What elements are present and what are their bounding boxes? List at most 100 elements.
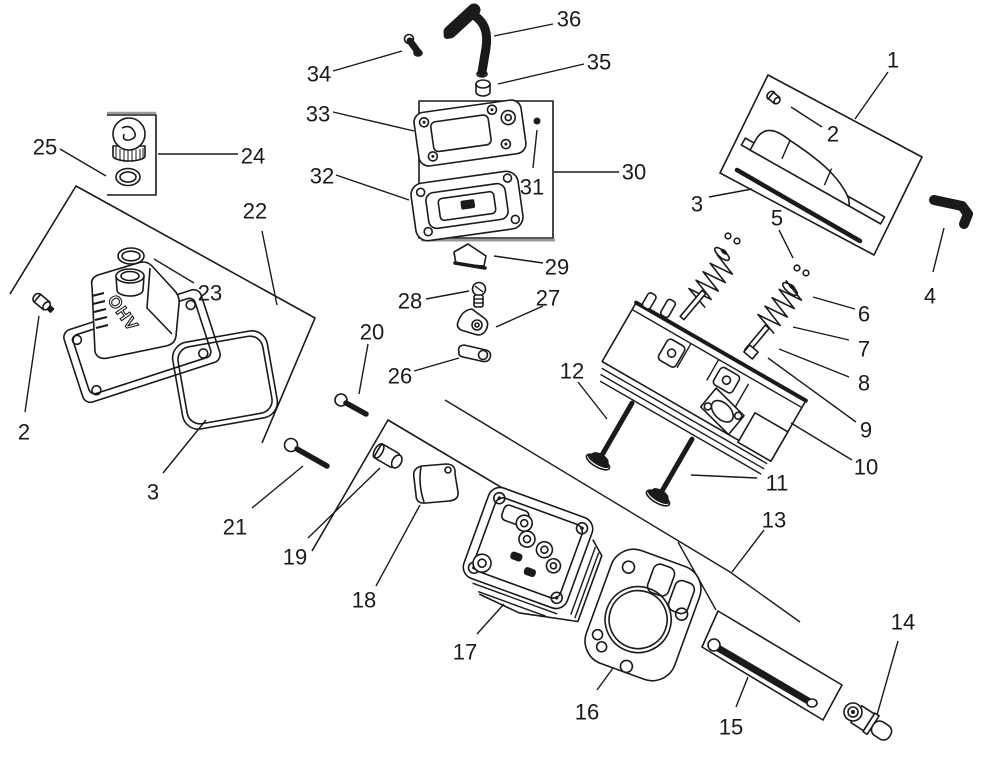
callout-label-22: 22 <box>243 199 267 224</box>
callout-leader-12 <box>577 381 608 420</box>
rocker-cover-group-box <box>9 185 316 444</box>
callout-leader-18 <box>375 504 421 587</box>
callout-label-2: 2 <box>18 420 30 445</box>
rocker-arm-lower <box>457 344 492 363</box>
breather-grommet <box>475 79 491 97</box>
oil-cap-group-box <box>107 114 157 196</box>
callout-leader-8 <box>778 348 850 378</box>
callout-leader-3 <box>708 188 753 198</box>
callout-label-25: 25 <box>33 135 57 160</box>
head-gasket <box>584 548 702 682</box>
callout-label-36: 36 <box>557 7 581 32</box>
callout-label-3: 3 <box>147 480 159 505</box>
callout-leader-32 <box>335 174 410 201</box>
callout-label-10: 10 <box>854 455 878 480</box>
cover-body <box>749 129 851 207</box>
callout-leader-7 <box>792 326 850 341</box>
callout-leader-17 <box>476 603 505 635</box>
callout-label-21: 21 <box>223 515 247 540</box>
callout-leader-28 <box>425 290 470 300</box>
callout-label-28: 28 <box>398 289 422 314</box>
callout-leader-2 <box>790 106 823 128</box>
callout-label-4: 4 <box>924 284 936 309</box>
spring-pin-left <box>679 289 707 321</box>
callout-label-29: 29 <box>545 255 569 280</box>
cylinder-head <box>462 486 603 623</box>
breather-fitting <box>403 33 423 57</box>
spring-retainer-left <box>713 246 731 262</box>
cover-o-ring <box>117 247 145 265</box>
callout-leader-14 <box>876 640 899 716</box>
valve-spring-right <box>757 280 803 334</box>
callout-leader-19 <box>307 467 381 539</box>
valve-cover-cap <box>412 463 459 504</box>
intake-valve <box>585 400 635 471</box>
callout-label-7: 7 <box>858 337 870 362</box>
callout-leader-36 <box>493 23 554 37</box>
valve-tappet-square <box>743 344 759 360</box>
callout-label-2: 2 <box>827 122 839 147</box>
callout-leader-9 <box>767 357 857 423</box>
cover-screw-left <box>32 292 55 313</box>
callout-leader-1 <box>854 71 889 120</box>
callout-label-23: 23 <box>198 281 222 306</box>
callout-leader-11 <box>690 474 758 479</box>
callout-leader-5 <box>778 229 794 259</box>
breather-gasket-plate <box>410 170 524 242</box>
callout-label-20: 20 <box>360 320 384 345</box>
callout-leader-31 <box>532 129 538 169</box>
callout-label-27: 27 <box>536 286 560 311</box>
valve-keepers-left <box>724 232 741 245</box>
callout-leader-2 <box>24 315 40 413</box>
valve-cover-screw <box>766 90 781 105</box>
head-assembly-group-line <box>444 399 801 623</box>
callout-leader-25 <box>59 148 107 177</box>
wedge-key <box>453 243 487 270</box>
callout-leader-34 <box>332 50 403 72</box>
rocker-assembly-head <box>599 292 808 475</box>
callout-label-35: 35 <box>587 50 611 75</box>
callout-label-1: 1 <box>887 48 899 73</box>
oil-fill-cap <box>112 117 146 162</box>
adjusting-screw <box>471 281 487 308</box>
callout-label-15: 15 <box>719 715 743 740</box>
breather-screw <box>533 117 541 125</box>
cover-body <box>90 261 180 360</box>
callout-label-6: 6 <box>858 302 870 327</box>
valve-keepers-right <box>793 264 810 277</box>
callout-leader-29 <box>493 255 544 264</box>
callout-label-8: 8 <box>858 371 870 396</box>
valve-cover-side-view <box>740 129 886 225</box>
callout-label-26: 26 <box>388 364 412 389</box>
callout-label-30: 30 <box>622 160 646 185</box>
callout-layer: 1234567891011121314151617181920212223242… <box>18 7 945 740</box>
callout-leader-23 <box>153 258 195 284</box>
callout-leader-21 <box>251 465 304 509</box>
shroud-bracket <box>929 195 973 229</box>
breather-tube <box>443 3 492 78</box>
callout-leader-26 <box>413 357 460 372</box>
callout-leader-10 <box>790 422 853 461</box>
callout-label-9: 9 <box>860 418 872 443</box>
head-bolt-lower <box>283 437 330 469</box>
breather-group-box <box>418 100 554 239</box>
callout-leader-15 <box>735 676 749 708</box>
head-bolt-upper <box>334 393 369 417</box>
callout-leader-20 <box>358 343 369 395</box>
rocker-cover-ohv: OHV <box>63 261 221 404</box>
cap-o-ring <box>115 167 141 187</box>
valve-cover-gasket-strip <box>734 167 863 244</box>
callout-leader-4 <box>932 227 945 273</box>
callout-label-24: 24 <box>241 144 265 169</box>
callout-label-34: 34 <box>307 62 331 87</box>
callout-leader-3 <box>162 419 207 474</box>
callout-label-17: 17 <box>453 640 477 665</box>
callout-leader-13 <box>731 529 765 573</box>
breather-cover <box>413 99 527 167</box>
callout-label-31: 31 <box>520 175 544 200</box>
callout-leader-33 <box>332 111 415 132</box>
callout-leader-35 <box>497 63 585 85</box>
callout-label-12: 12 <box>560 359 584 384</box>
push-rod-group-box <box>701 610 843 721</box>
